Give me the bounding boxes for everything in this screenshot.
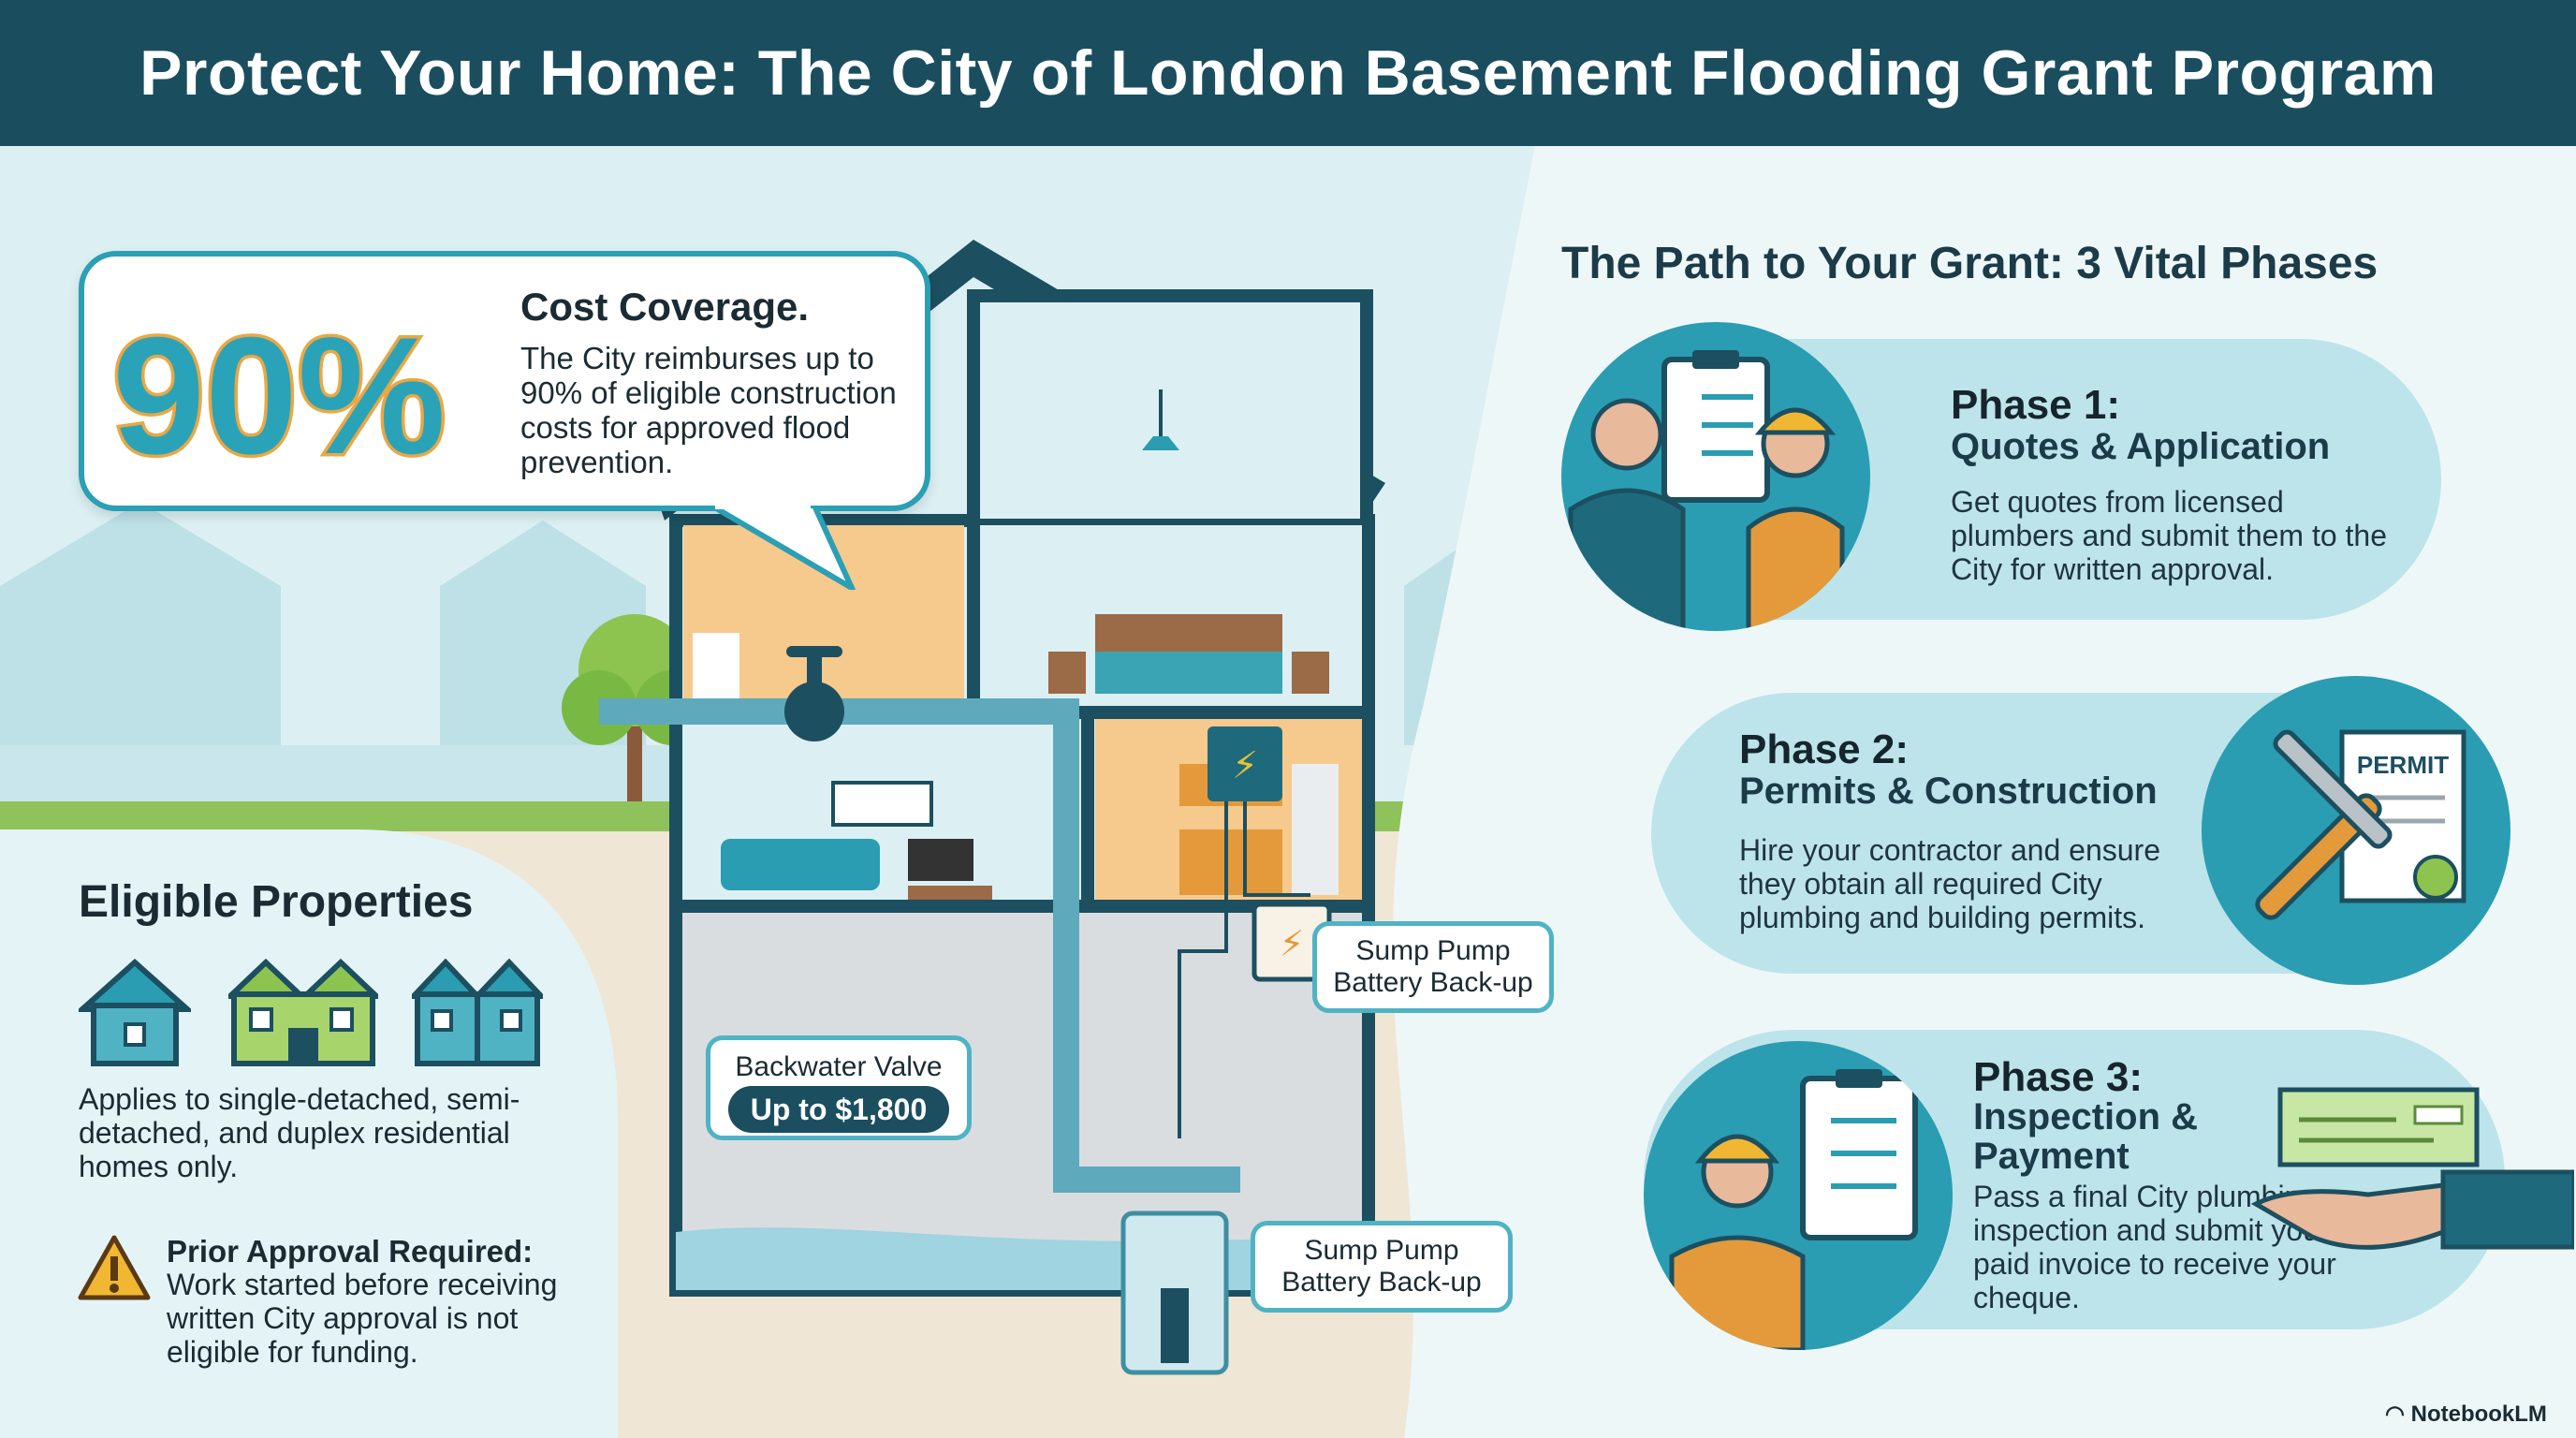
sump-pump-label-upper: Sump Pump Battery Back-up <box>1312 921 1554 1013</box>
brand-name: NotebookLM <box>2410 1401 2547 1427</box>
eligible-description: Applies to single-detached, semi-detache… <box>79 1082 520 1183</box>
coverage-heading: Cost Coverage. <box>520 285 810 329</box>
infographic-body: ⚡ ⚡ 90% Cost Coverage. The City reimburs… <box>0 146 2576 1438</box>
prior-approval-description: Work started before receiving written Ci… <box>167 1268 558 1369</box>
phase-3-illustration <box>1644 1041 1953 1350</box>
tools-permit-icon: PERMIT <box>2255 729 2466 920</box>
duplex-house-icon <box>412 959 543 1066</box>
inspector-clipboard-icon <box>1669 1069 1918 1350</box>
coverage-percent: 90% <box>109 302 448 489</box>
single-detached-house-icon <box>79 959 191 1066</box>
phase-2-description: Hire your contractor and ensure they obt… <box>1739 833 2160 934</box>
permit-label: PERMIT <box>2357 751 2449 779</box>
cost-coverage-callout: 90% Cost Coverage. The City reimburses u… <box>79 251 930 511</box>
svg-text:⚡: ⚡ <box>1280 923 1305 964</box>
coverage-description: The City reimburses up to 90% of eligibl… <box>520 341 897 479</box>
semi-detached-house-icon <box>228 959 378 1066</box>
plumbing-pipes: ⚡ ⚡ <box>599 646 1332 1375</box>
title-bar: Protect Your Home: The City of London Ba… <box>0 0 2576 146</box>
phase-2-illustration: PERMIT <box>2202 676 2510 985</box>
sump-pump-label-lower: Sump Pump Battery Back-up <box>1251 1221 1513 1313</box>
phase-1-illustration <box>1561 322 1870 631</box>
prior-approval-heading: Prior Approval Required: <box>167 1234 534 1269</box>
phase-1-subtitle: Quotes & Application <box>1951 426 2331 467</box>
phase-2-subtitle: Permits & Construction <box>1739 770 2158 812</box>
cheque-hand-icon <box>2250 1087 2574 1250</box>
phase-3-title: Phase 3: <box>1973 1054 2143 1100</box>
eligible-heading: Eligible Properties <box>79 877 474 927</box>
warning-icon <box>78 1235 151 1300</box>
svg-text:⚡: ⚡ <box>1232 744 1258 787</box>
notebooklm-logo-icon: ◠ <box>2385 1401 2411 1427</box>
phases-heading: The Path to Your Grant: 3 Vital Phases <box>1561 239 2378 288</box>
phase-3-subtitle: Inspection & Payment <box>1973 1096 2199 1177</box>
phase-1-description: Get quotes from licensed plumbers and su… <box>1951 485 2388 586</box>
backwater-valve-amount: Up to $1,800 <box>728 1086 949 1133</box>
notebooklm-brand: ◠ NotebookLM <box>2385 1401 2547 1428</box>
phase-2-title: Phase 2: <box>1739 726 1909 772</box>
page-title: Protect Your Home: The City of London Ba… <box>139 37 2437 109</box>
phase-1-title: Phase 1: <box>1951 382 2120 428</box>
phase-3-description: Pass a final City plumbing inspection an… <box>1973 1180 2336 1314</box>
callout-pointer <box>711 506 856 590</box>
clipboard-worker-icon <box>1568 350 1845 631</box>
